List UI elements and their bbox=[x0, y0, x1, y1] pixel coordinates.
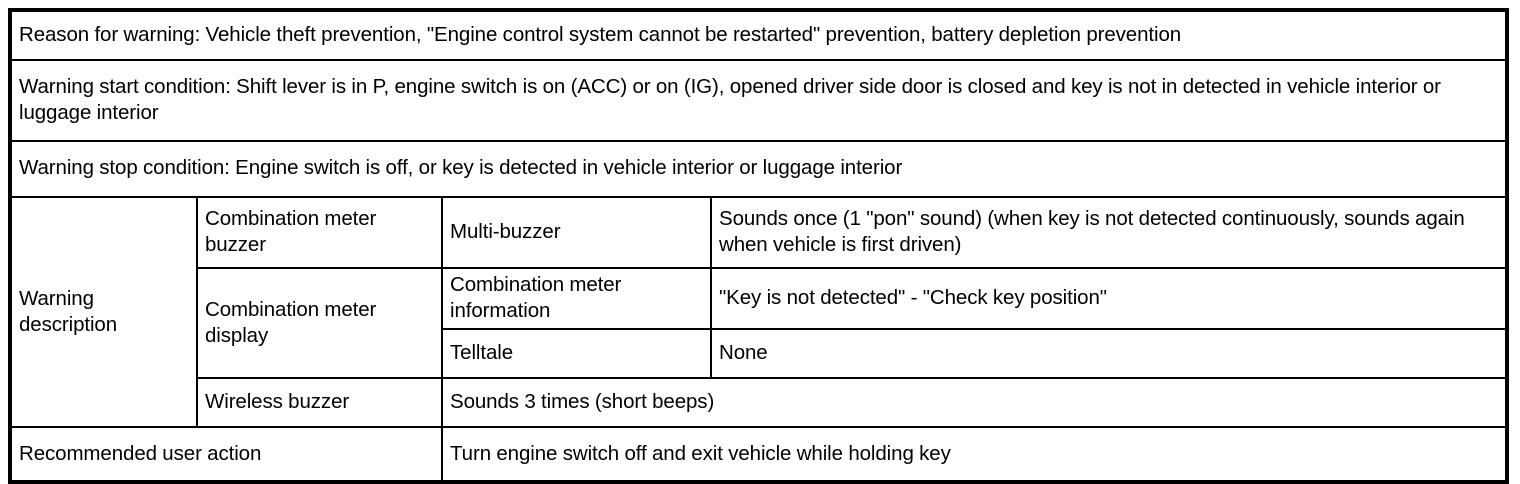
device-combination-meter-display: Combination meter display bbox=[196, 266, 443, 380]
behavior-wireless-buzzer: Sounds 3 times (short beeps) bbox=[441, 377, 1508, 429]
channel-multi-buzzer: Multi-buzzer bbox=[441, 196, 712, 269]
table-row-stop-condition: Warning stop condition: Engine switch is… bbox=[9, 140, 1508, 198]
warning-specification-sheet: Reason for warning: Vehicle theft preven… bbox=[8, 8, 1509, 484]
behavior-multi-buzzer: Sounds once (1 "pon" sound) (when key is… bbox=[710, 196, 1508, 269]
table-row-reason: Reason for warning: Vehicle theft preven… bbox=[9, 9, 1508, 61]
device-wireless-buzzer: Wireless buzzer bbox=[196, 377, 443, 429]
table-row-description-multibuzzer: Warning description Combination meter bu… bbox=[9, 195, 1508, 429]
recommended-user-action-label: Recommended user action bbox=[9, 426, 443, 484]
table-row-description-meter-information: Combination meter display Combination me… bbox=[10, 266, 1508, 380]
behavior-combination-meter-information: "Key is not detected" - "Check key posit… bbox=[710, 266, 1508, 331]
channel-telltale: Telltale bbox=[441, 328, 712, 380]
table-row-recommended-action: Recommended user action Turn engine swit… bbox=[9, 426, 1508, 484]
warning-specification-table: Reason for warning: Vehicle theft preven… bbox=[8, 8, 1509, 484]
warning-description-label: Warning description bbox=[9, 195, 198, 429]
channel-combination-meter-information: Combination meter information bbox=[441, 266, 712, 331]
device-combination-meter-buzzer: Combination meter buzzer bbox=[196, 196, 443, 269]
table-row-start-condition: Warning start condition: Shift lever is … bbox=[9, 59, 1508, 142]
behavior-telltale: None bbox=[710, 328, 1508, 380]
table-row-description-telltale: Telltale None bbox=[10, 328, 1508, 380]
table-row-description-wireless-buzzer: Wireless buzzer Sounds 3 times (short be… bbox=[10, 377, 1508, 429]
warning-start-condition-cell: Warning start condition: Shift lever is … bbox=[9, 59, 1508, 142]
recommended-user-action-value: Turn engine switch off and exit vehicle … bbox=[441, 426, 1508, 484]
reason-for-warning-cell: Reason for warning: Vehicle theft preven… bbox=[9, 9, 1508, 61]
warning-stop-condition-cell: Warning stop condition: Engine switch is… bbox=[9, 140, 1508, 198]
